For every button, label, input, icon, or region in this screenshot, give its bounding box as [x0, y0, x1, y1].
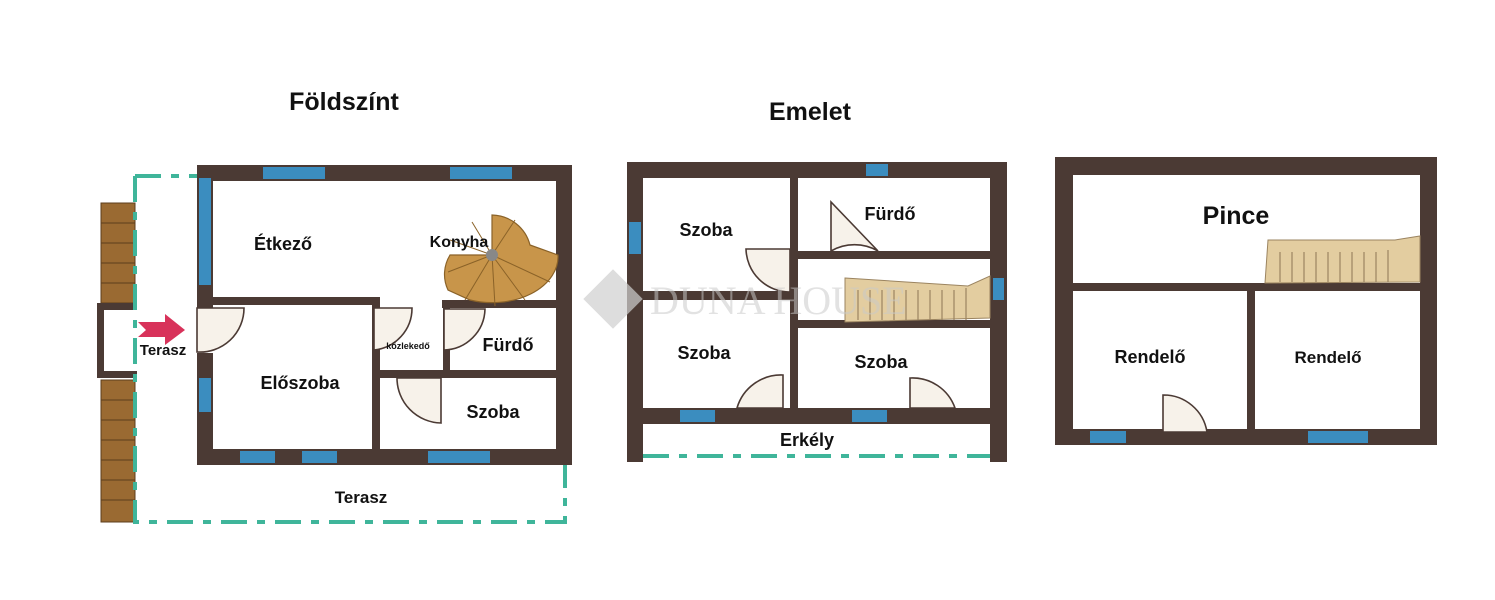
room-label-bath: Fürdő — [483, 335, 534, 355]
windows — [199, 167, 512, 463]
room-label-office-left: Rendelő — [1114, 347, 1185, 367]
straight-staircase — [844, 275, 991, 323]
room-label-room-nw: Szoba — [679, 220, 733, 240]
spiral-staircase — [443, 214, 559, 307]
basement-title: Pince — [1203, 202, 1270, 230]
straight-staircase — [1264, 235, 1421, 284]
ground-floor-title: Földszínt — [289, 88, 399, 116]
watermark: DUNA HOUSE — [583, 269, 907, 329]
basement-plan: Pince Rendelő Rendelő — [1055, 157, 1437, 445]
deck — [97, 202, 137, 523]
windows — [1090, 431, 1368, 443]
room-label-hall: Előszoba — [260, 373, 340, 393]
room-label-bath: Fürdő — [865, 204, 916, 224]
upper-floor-title: Emelet — [769, 98, 852, 126]
room-label-dining: Étkező — [254, 233, 312, 254]
room-label-corridor: közlekedő — [386, 341, 430, 351]
room-label-balcony: Erkély — [780, 430, 834, 450]
upper-floor-plan: Emelet — [627, 98, 1007, 462]
entry-arrow-icon — [138, 314, 185, 345]
watermark-text: DUNA HOUSE — [650, 278, 907, 323]
room-label-kitchen: Konyha — [430, 234, 489, 251]
room-label-terrace-entry: Terasz — [140, 342, 186, 359]
windows — [629, 164, 1004, 422]
room-label-room-se: Szoba — [854, 352, 908, 372]
doors — [735, 200, 957, 409]
ground-floor-plan: Földszínt — [97, 88, 572, 524]
room-label-office-right: Rendelő — [1294, 348, 1361, 367]
doors — [196, 307, 486, 424]
terrace-outline — [133, 174, 567, 524]
door — [1162, 394, 1208, 433]
watermark-logo-icon — [583, 269, 643, 329]
room-label-room-sw: Szoba — [677, 343, 731, 363]
room-label-room: Szoba — [466, 402, 520, 422]
room-label-terrace: Terasz — [335, 488, 388, 507]
